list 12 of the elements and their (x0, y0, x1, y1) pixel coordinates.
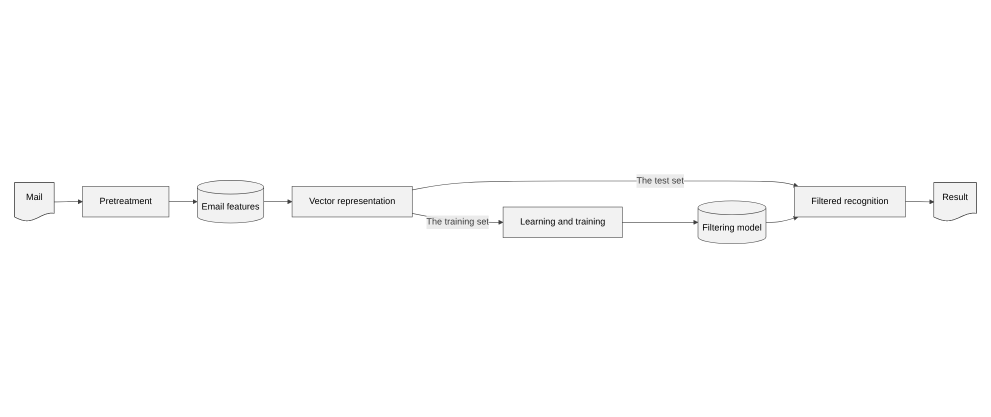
arrow (622, 219, 698, 224)
arrow (766, 215, 798, 222)
node-box: Vector representation (292, 186, 413, 217)
edge-label: The training set (426, 216, 489, 226)
arrow (54, 198, 83, 204)
node-box: Pretreatment (82, 186, 170, 217)
arrow (905, 198, 934, 204)
arrow (263, 198, 292, 204)
arrow (168, 198, 198, 204)
node-box: Filtered recognition (794, 186, 906, 217)
node-box: Learning and training (502, 206, 623, 238)
edge-label: The test set (636, 175, 684, 186)
